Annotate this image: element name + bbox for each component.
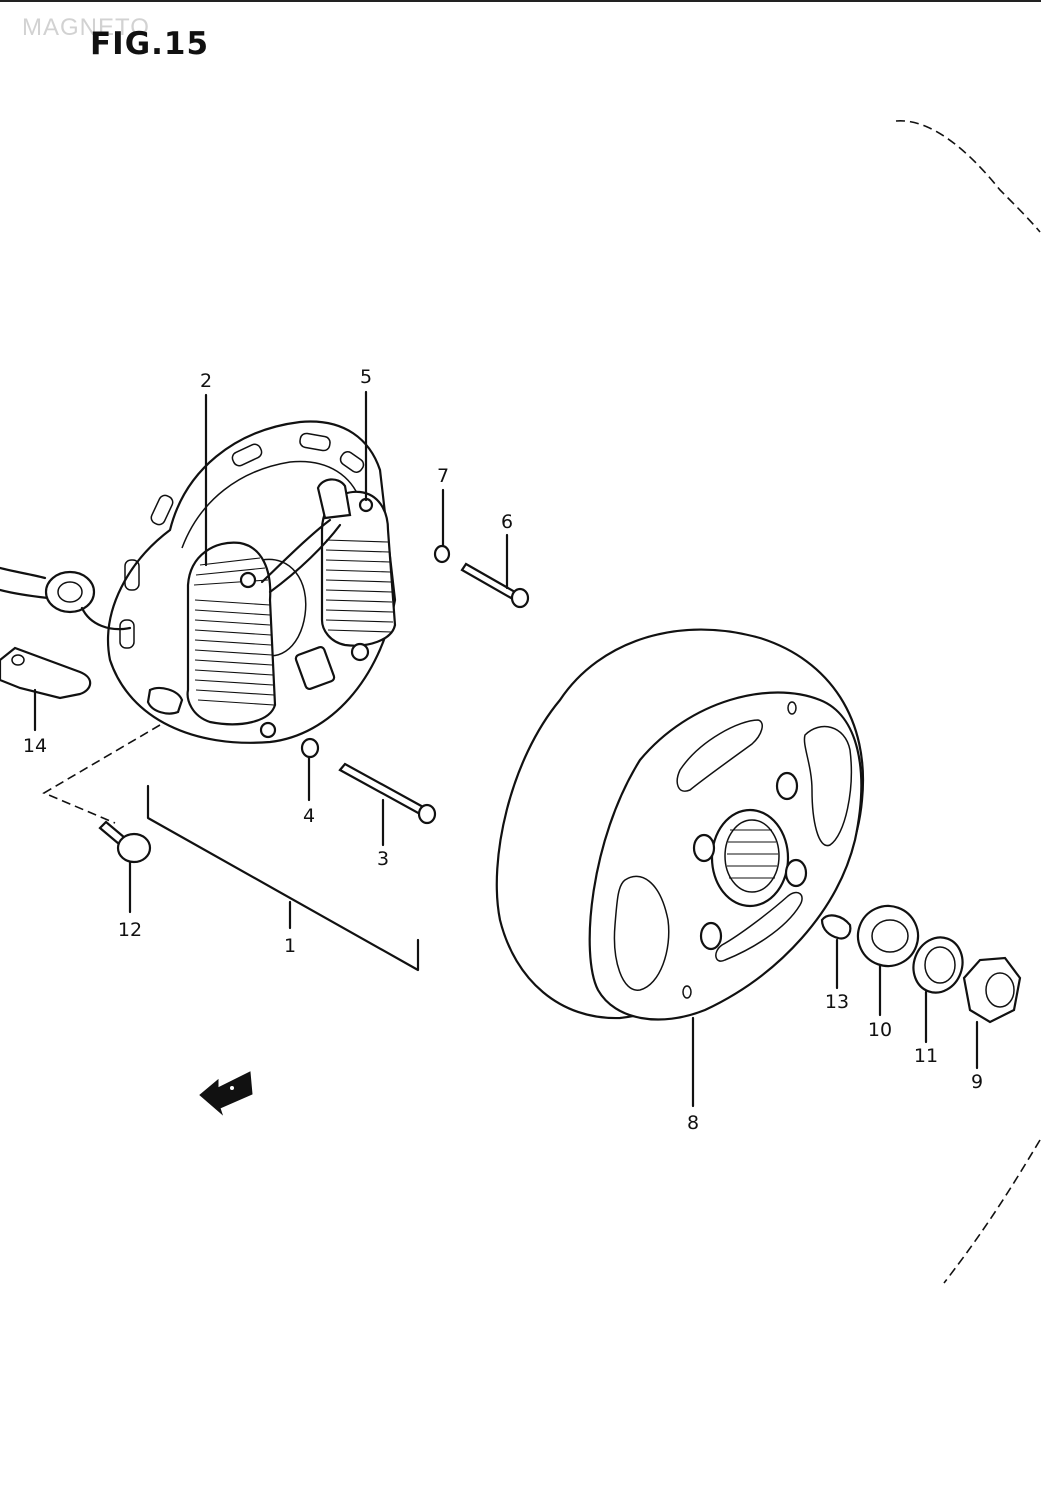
assembly-bracket-1 xyxy=(146,784,420,972)
callout-4: 4 xyxy=(303,805,315,827)
flywheel-rotor xyxy=(495,628,865,1021)
alignment-line xyxy=(42,724,161,824)
washer-4 xyxy=(300,737,320,759)
screw-12 xyxy=(98,820,152,864)
callout-5: 5 xyxy=(360,366,372,388)
callout-13: 13 xyxy=(825,991,849,1013)
watermark-text: MAGNETO xyxy=(22,14,150,41)
key-13 xyxy=(820,914,852,940)
callout-11: 11 xyxy=(914,1045,938,1067)
callout-9: 9 xyxy=(971,1071,983,1093)
figure-title: FIG.15 xyxy=(90,26,210,62)
stator-plate-assembly xyxy=(107,420,397,744)
crankcase-outline-upper xyxy=(895,120,1041,233)
lockwasher-11 xyxy=(912,936,964,994)
callout-14: 14 xyxy=(23,735,47,757)
washer-7 xyxy=(433,544,451,564)
callout-12: 12 xyxy=(118,919,142,941)
screw-3 xyxy=(338,762,437,825)
crankcase-outline-lower xyxy=(943,1139,1041,1284)
callout-10: 10 xyxy=(868,1019,892,1041)
nut-9 xyxy=(962,956,1022,1024)
front-arrow-icon xyxy=(199,1071,253,1116)
washer-10 xyxy=(856,904,920,968)
callout-1: 1 xyxy=(284,935,296,957)
screw-6 xyxy=(460,562,530,609)
callout-6: 6 xyxy=(501,511,513,533)
callout-8: 8 xyxy=(687,1112,699,1134)
top-border xyxy=(0,0,1041,2)
callout-7: 7 xyxy=(437,465,449,487)
callout-3: 3 xyxy=(377,848,389,870)
leader-lines xyxy=(33,390,979,1108)
lead-wire-and-grommet xyxy=(0,566,132,700)
callout-2: 2 xyxy=(200,370,212,392)
